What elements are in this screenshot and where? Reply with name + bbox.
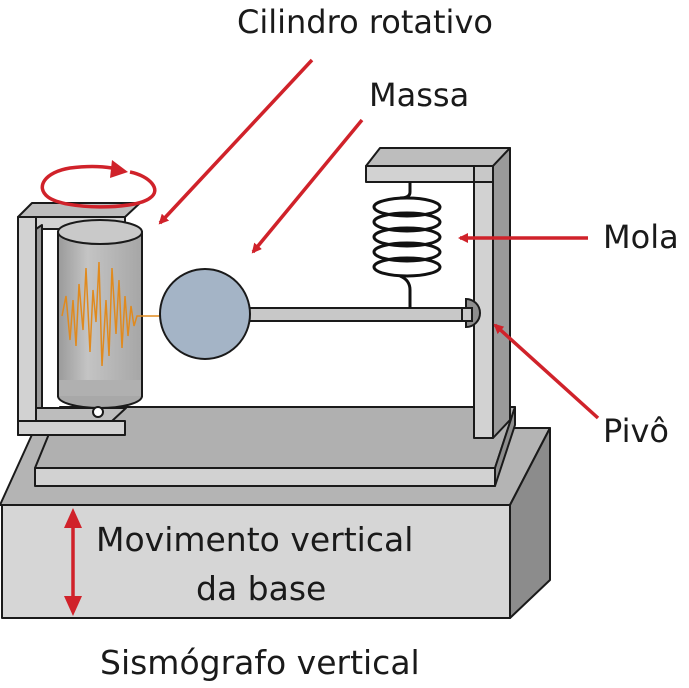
label-mola: Mola (603, 218, 679, 256)
massa-arrow (251, 118, 364, 254)
spring (372, 182, 442, 308)
rod-end (461, 307, 473, 322)
label-movimento-line1: Movimento vertical (96, 520, 414, 559)
right-frame (365, 147, 511, 439)
rotation-arrow (40, 160, 157, 209)
vertical-movement-arrow (64, 508, 82, 616)
frame-top-bar (365, 147, 511, 167)
label-massa: Massa (369, 76, 470, 114)
base-front-face (1, 504, 511, 619)
platform (34, 406, 516, 487)
frame-column-side (492, 147, 511, 439)
bracket-column (17, 216, 37, 436)
bracket-bottom-front (17, 420, 126, 436)
pivo-arrow (493, 323, 600, 420)
rod (245, 307, 473, 322)
label-pivo: Pivô (603, 412, 669, 450)
bracket-column-side (35, 224, 43, 425)
drum-top (57, 219, 143, 245)
platform-front (34, 467, 496, 487)
mass-ball (159, 268, 251, 360)
cilindro-arrow (158, 58, 314, 225)
seismic-trace (61, 261, 160, 367)
diagram-caption: Sismógrafo vertical (100, 643, 420, 682)
mass-rod (159, 268, 481, 360)
drum-axle (92, 406, 104, 418)
bracket-bottom (35, 407, 127, 422)
label-movimento-line2: da base (196, 569, 327, 608)
label-cilindro-rotativo: Cilindro rotativo (237, 3, 493, 41)
frame-column-inner (473, 165, 494, 183)
